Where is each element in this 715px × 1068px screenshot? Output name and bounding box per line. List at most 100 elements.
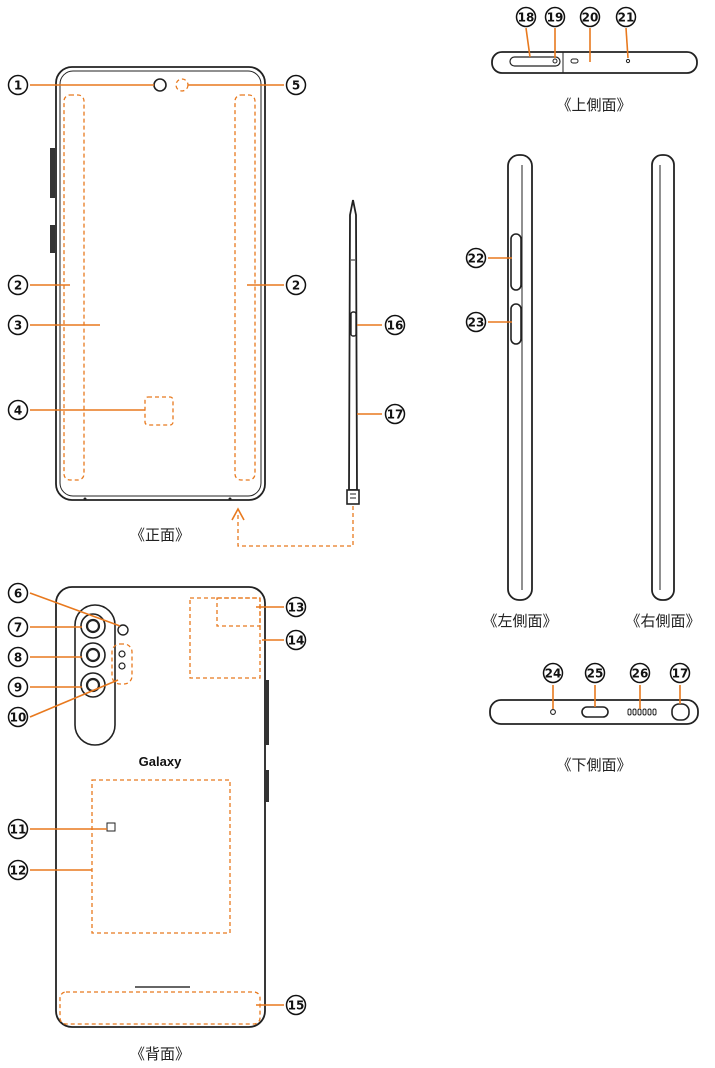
antenna-area-bottom — [59, 991, 261, 1025]
leader-lines — [29, 27, 681, 1006]
callout-17-pen: 17 — [384, 403, 406, 425]
back-side-key — [264, 770, 269, 802]
callout-badges: 1 5 2 2 3 4 16 17 6 7 8 9 10 11 12 13 14… — [7, 6, 691, 1016]
caption-back: 《背面》 — [129, 1045, 191, 1063]
callout-16: 16 — [384, 314, 406, 336]
sim-tray — [509, 56, 561, 67]
caption-left-side: 《左側面》 — [482, 612, 558, 630]
antenna-area-14 — [216, 597, 261, 627]
top-hole — [625, 58, 631, 64]
svg-text:21: 21 — [618, 11, 635, 25]
callout-22: 22 — [465, 247, 487, 269]
rear-camera-1-icon — [85, 618, 101, 634]
bottom-side-view — [489, 699, 699, 725]
callout-8: 8 — [7, 646, 29, 668]
svg-text:20: 20 — [582, 11, 599, 25]
bottom-mic — [550, 709, 556, 715]
top-side-view — [491, 51, 698, 74]
fingerprint-sensor-area — [144, 396, 174, 426]
callout-20: 20 — [579, 6, 601, 28]
svg-text:24: 24 — [545, 667, 562, 681]
caption-right-side: 《右側面》 — [625, 612, 701, 630]
svg-text:2: 2 — [14, 279, 22, 293]
svg-text:23: 23 — [468, 316, 485, 330]
svg-text:5: 5 — [292, 79, 300, 93]
svg-text:12: 12 — [10, 864, 27, 878]
sensor-area — [111, 643, 133, 685]
callout-10: 10 — [7, 706, 29, 728]
callout-25: 25 — [584, 662, 606, 684]
caption-front: 《正面》 — [129, 526, 191, 544]
left-side-body — [507, 154, 533, 601]
svg-text:14: 14 — [288, 634, 305, 648]
svg-text:18: 18 — [518, 11, 535, 25]
s-pen-button — [350, 311, 357, 337]
callout-3: 3 — [7, 314, 29, 336]
svg-text:15: 15 — [288, 999, 305, 1013]
s-pen-tip-end — [346, 489, 360, 505]
nfc-mark-icon — [106, 822, 116, 832]
front-screen-edge — [59, 70, 262, 497]
s-pen — [231, 199, 360, 547]
front-side-key — [50, 225, 55, 253]
svg-text:25: 25 — [587, 667, 604, 681]
callout-18: 18 — [515, 6, 537, 28]
tray-pin-hole — [552, 58, 558, 64]
svg-text:26: 26 — [632, 667, 649, 681]
svg-text:17: 17 — [672, 667, 689, 681]
wireless-charge-area — [91, 779, 231, 934]
callout-17-bottom: 17 — [669, 662, 691, 684]
svg-text:8: 8 — [14, 651, 22, 665]
callout-15: 15 — [285, 994, 307, 1016]
right-side-body — [651, 154, 675, 601]
callout-23: 23 — [465, 311, 487, 333]
callout-21: 21 — [615, 6, 637, 28]
rear-camera-2-icon — [85, 647, 101, 663]
svg-text:9: 9 — [14, 681, 22, 695]
top-mic — [570, 58, 579, 64]
brand-logo: Galaxy — [139, 754, 182, 769]
callout-13: 13 — [285, 596, 307, 618]
s-pen-insert-path — [237, 506, 354, 547]
edge-area-right — [234, 94, 256, 481]
volume-key — [510, 233, 522, 291]
callout-14: 14 — [285, 629, 307, 651]
front-view — [50, 66, 266, 501]
side-key — [510, 303, 522, 345]
svg-text:6: 6 — [14, 587, 22, 601]
svg-text:3: 3 — [14, 319, 22, 333]
svg-text:17: 17 — [387, 408, 404, 422]
back-volume-key — [264, 680, 269, 745]
front-camera-icon — [153, 78, 167, 92]
svg-text:16: 16 — [387, 319, 404, 333]
svg-text:2: 2 — [292, 279, 300, 293]
edge-area-left — [63, 94, 85, 481]
callout-12: 12 — [7, 859, 29, 881]
callout-5: 5 — [285, 74, 307, 96]
svg-text:22: 22 — [468, 252, 485, 266]
svg-text:7: 7 — [14, 621, 22, 635]
svg-text:4: 4 — [14, 404, 22, 418]
speaker-grille — [627, 708, 657, 716]
callout-19: 19 — [544, 6, 566, 28]
s-pen-body — [348, 199, 358, 491]
callout-2-left: 2 — [7, 274, 29, 296]
callout-26: 26 — [629, 662, 651, 684]
callout-4: 4 — [7, 399, 29, 421]
svg-text:13: 13 — [288, 601, 305, 615]
callout-7: 7 — [7, 616, 29, 638]
right-side-view — [651, 154, 675, 601]
svg-text:19: 19 — [547, 11, 564, 25]
callout-24: 24 — [542, 662, 564, 684]
callout-6: 6 — [7, 582, 29, 604]
callout-11: 11 — [7, 818, 29, 840]
back-view: Galaxy — [55, 586, 269, 1028]
caption-bottom-side: 《下側面》 — [556, 756, 632, 774]
flash-icon — [117, 624, 129, 636]
callout-2-right: 2 — [285, 274, 307, 296]
callout-9: 9 — [7, 676, 29, 698]
usb-port — [581, 706, 609, 718]
left-side-view — [507, 154, 533, 601]
svg-text:1: 1 — [14, 79, 22, 93]
